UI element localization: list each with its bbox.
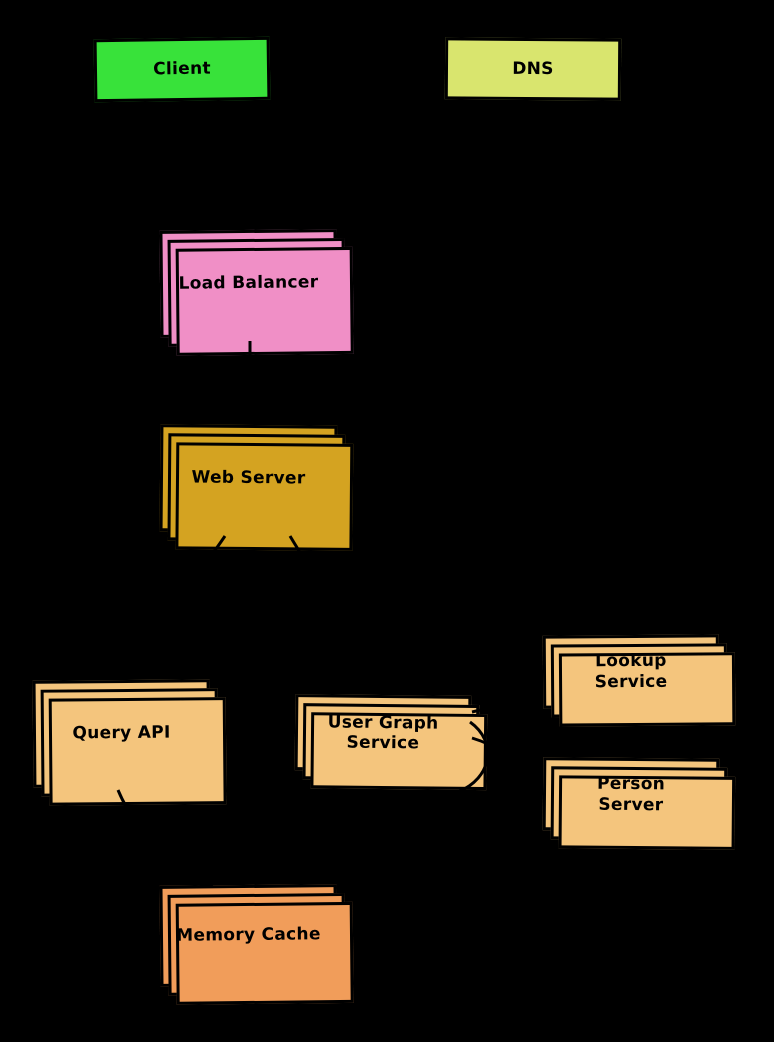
- node-label: Web Server: [191, 467, 306, 489]
- node-label: Person Server: [596, 773, 666, 815]
- node-label: DNS: [512, 58, 554, 79]
- node-label: User Graph Service: [327, 712, 439, 754]
- node-memory-cache: Memory Cache: [159, 884, 338, 987]
- node-label: Load Balancer: [178, 272, 319, 295]
- node-label: Memory Cache: [176, 924, 321, 947]
- node-label: Query API: [72, 722, 171, 744]
- edge-user-graph-service-to-lookup-service: [471, 672, 541, 714]
- edge-web-server-to-query-api: [126, 535, 227, 678]
- node-person-server: Person Server: [542, 757, 720, 832]
- edge-client-to-load-balancer: [188, 103, 247, 229]
- node-client: Client: [93, 36, 271, 103]
- node-load-balancer: Load Balancer: [159, 229, 338, 338]
- node-web-server: Web Server: [159, 424, 338, 533]
- node-dns: DNS: [444, 37, 622, 101]
- node-label: Lookup Service: [594, 650, 668, 692]
- node-user-graph-service: User Graph Service: [294, 694, 472, 772]
- node-lookup-service: Lookup Service: [542, 634, 720, 709]
- node-query-api: Query API: [32, 679, 211, 788]
- node-label: Client: [153, 58, 211, 80]
- edge-web-server-to-user-graph-service: [288, 535, 383, 693]
